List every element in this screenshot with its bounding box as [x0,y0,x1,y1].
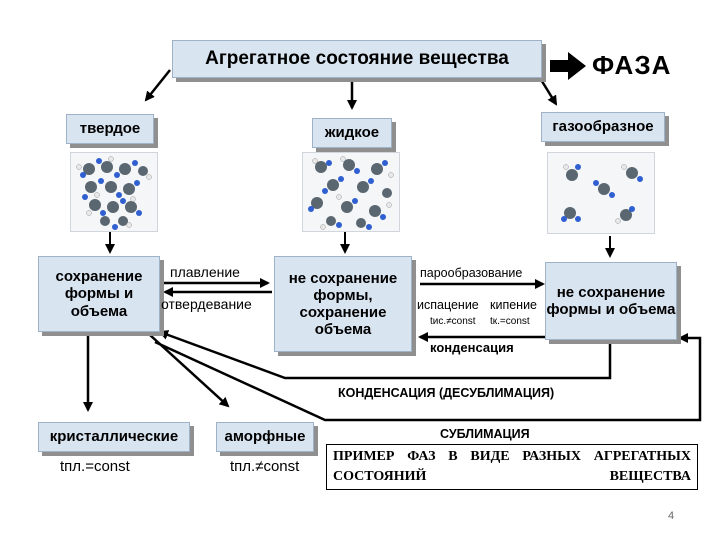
label-sublimation: СУБЛИМАЦИЯ [440,427,530,441]
state-gas: газообразное [541,112,665,142]
molecules-gas-image [547,152,655,234]
page-number: 4 [668,510,675,522]
property-gas: не сохранение формы и объема [545,262,677,340]
molecules-solid-image [70,152,158,232]
arrow-to-amorphous [149,334,230,408]
formula-amorphous: tпл.≠const [230,458,300,475]
label-melting: плавление [170,264,240,280]
phase-label: ФАЗА [592,50,672,80]
label-boiling: кипение [490,298,538,312]
formula-crystalline: tпл.=const [60,458,130,475]
diagram-title: Агрегатное состояние вещества [172,40,542,78]
molecules-liquid-image [302,152,400,232]
type-crystalline: кристаллические [38,422,190,452]
label-vaporization: парообразование [420,266,523,280]
label-solidification: отвердевание [161,296,252,312]
label-evaporation: испацение [417,298,479,312]
arrow-desublimation [158,330,612,380]
label-condensation: конденсация [430,340,514,355]
property-solid: сохранение формы и объема [38,256,160,332]
property-liquid: не сохранение формы, сохранение объема [274,256,412,352]
label-desublimation: КОНДЕНСАЦИЯ (ДЕСУБЛИМАЦИЯ) [338,386,555,400]
phase-arrow [550,52,586,80]
example-caption: ПРИМЕР ФАЗ В ВИДЕ РАЗНЫХ АГРЕГАТНЫХ СОСТ… [326,444,698,490]
formula-boiling: tк.=const [490,316,530,327]
type-amorphous: аморфные [216,422,314,452]
formula-evaporation: tис.≠const [430,316,476,327]
state-solid: твердое [66,114,154,144]
arrow-title-to-gas [538,77,558,106]
state-liquid: жидкое [312,118,392,148]
arrow-title-to-solid [144,69,171,102]
arrow-sublimation [154,333,702,422]
